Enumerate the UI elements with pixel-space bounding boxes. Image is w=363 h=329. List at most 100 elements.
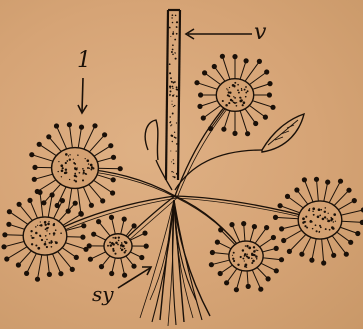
blade-stipple [313,214,315,216]
tentacle [200,100,219,106]
blade-stipple [49,242,51,244]
blade-stipple [112,243,115,246]
gland-tip [74,255,79,260]
blade-stipple [231,100,233,102]
tentacle [9,224,27,230]
gland-tip [60,198,65,203]
gland-tip [88,257,93,262]
tentacle [334,190,349,206]
leaf-pointer-arrow [82,78,83,112]
tentacle [221,230,236,245]
gland-tip [270,105,275,110]
blade-stipple [232,258,234,260]
blade-stipple [115,242,118,245]
blade-stipple [308,209,310,211]
gland-tip [274,268,279,273]
blade-stipple [61,176,62,177]
blade-stipple [245,92,247,94]
blade-stipple [244,89,246,91]
blade-stipple [58,161,59,162]
petiole [156,160,172,190]
blade-stipple [41,239,43,241]
blade-stipple [31,237,33,239]
tentacle [32,155,55,162]
tentacle [4,241,26,247]
blade-stipple [328,220,331,223]
gland-tip [232,54,237,59]
gland-tip [131,264,136,269]
gland-tip [215,240,220,245]
blade-stipple [241,88,242,89]
gland-tip [46,134,51,139]
blade-stipple [112,250,114,252]
tentacle [93,146,111,157]
blade-stipple [90,169,92,171]
gland-tip [208,126,213,131]
blade-stipple [46,239,47,240]
blade-stipple [312,207,315,210]
blade-stipple [319,232,320,233]
tentacle [19,204,32,221]
tentacle [197,83,219,90]
petiole [177,97,237,198]
blade-stipple [44,224,46,226]
blade-stipple [45,235,47,237]
gland-tip [267,92,272,97]
gland-tip [17,202,22,207]
gland-tip [287,249,292,254]
blade-stipple [61,169,64,172]
tentacle [78,127,81,147]
gland-tip [274,246,279,251]
gland-tip [309,258,314,263]
gland-tip [241,221,246,226]
blade-stipple [46,227,48,229]
gland-tip [100,198,105,203]
blade-stipple [333,213,336,216]
blade-stipple [74,163,76,165]
gland-tip [35,277,40,282]
gland-tip [132,223,137,228]
root-strand [152,200,174,322]
gland-tip [257,59,262,64]
gland-tip [109,271,114,276]
root-pointer-arrow [118,268,150,288]
petiole [175,150,262,190]
leaf-blade [298,201,342,239]
gland-tip [271,235,276,240]
stalk-stipple [169,14,178,178]
blade-stipple [49,233,51,235]
blade-stipple [112,237,114,239]
blade-stipple [242,104,244,106]
tentacle [297,190,308,205]
gland-tip [142,231,147,236]
gland-tip [209,262,214,267]
blade-stipple [237,264,239,266]
blade-stipple [226,88,227,89]
tentacle [18,250,31,265]
blade-stipple [335,221,336,222]
tentacle [99,222,111,237]
gland-tip [346,188,351,193]
tentacle [69,125,72,148]
blade-stipple [233,96,234,97]
blade-stipple [228,91,230,93]
gland-tip [73,201,78,206]
blade-stipple [241,89,243,91]
gland-tip [234,287,239,292]
blade-stipple [62,167,64,169]
gland-tip [352,198,357,203]
blade-stipple [251,262,253,264]
gland-tip [27,198,32,203]
gland-tip [197,104,202,109]
blade-stipple [30,230,32,232]
blade-stipple [118,240,120,242]
blade-stipple [121,243,123,245]
blade-stipple [114,237,116,239]
blade-stipple [87,159,90,162]
gland-tip [4,256,9,261]
gland-tip [122,217,127,222]
blade-stipple [247,90,249,92]
blade-stipple [65,153,68,156]
gland-tip [2,232,7,237]
gland-tip [89,203,94,208]
